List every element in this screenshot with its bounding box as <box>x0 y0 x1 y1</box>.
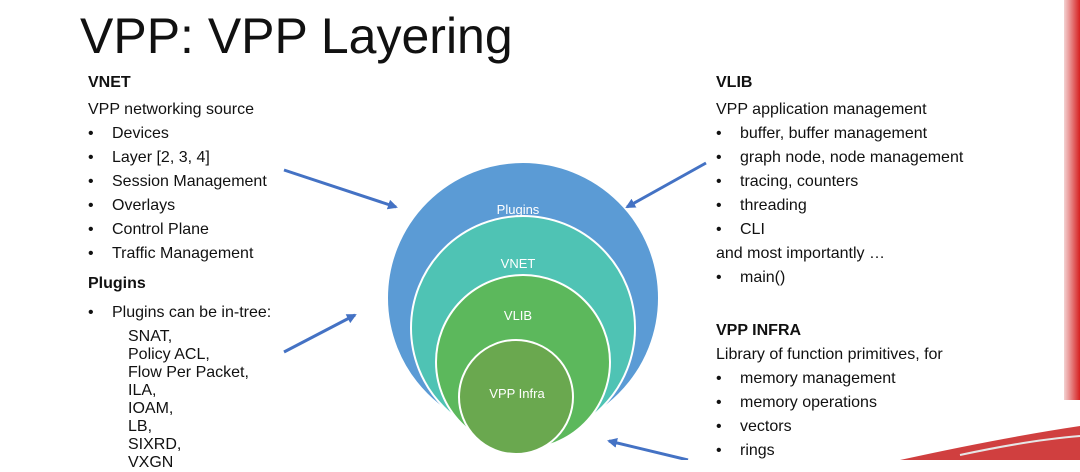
vlib-intro: VPP application management <box>716 101 927 118</box>
decorative-swoosh <box>900 426 1080 460</box>
arrow-plugins <box>283 313 357 354</box>
accent-bar <box>1064 0 1080 400</box>
list-item: memory operations <box>714 391 896 415</box>
layering-diagram: Plugins VNET VLIB VPP Infra <box>283 161 1080 460</box>
list-item: Policy ACL, <box>128 346 210 363</box>
list-item: ILA, <box>128 382 157 399</box>
list-item: Control Plane <box>86 218 267 242</box>
vlib-tail: and most importantly … <box>716 245 885 262</box>
infra-heading: VPP INFRA <box>716 322 802 339</box>
list-item: buffer, buffer management <box>714 122 963 146</box>
list-item: threading <box>714 194 963 218</box>
list-item: memory management <box>714 367 896 391</box>
list-item: Flow Per Packet, <box>128 364 249 381</box>
list-item: IOAM, <box>128 400 174 417</box>
list-item: main() <box>714 266 785 290</box>
arrow-infra <box>607 438 689 460</box>
list-item: Layer [2, 3, 4] <box>86 146 267 170</box>
vnet-intro: VPP networking source <box>88 101 255 118</box>
list-item: Session Management <box>86 170 267 194</box>
arrow-vlib <box>625 161 707 209</box>
vnet-heading: VNET <box>88 74 131 91</box>
vlib-circle-label: VLIB <box>504 308 532 323</box>
vlib-list: buffer, buffer management graph node, no… <box>714 122 963 242</box>
list-item: tracing, counters <box>714 170 963 194</box>
vnet-circle-label: VNET <box>501 256 536 271</box>
infra-intro: Library of function primitives, for <box>716 346 943 363</box>
vlib-tail-list: main() <box>714 266 785 290</box>
arrow-vnet <box>283 168 398 210</box>
plugins-bullet-list: Plugins can be in-tree: <box>86 301 271 325</box>
vnet-list: Devices Layer [2, 3, 4] Session Manageme… <box>86 122 267 266</box>
decorative-swoosh-line <box>959 435 1080 456</box>
list-item: SNAT, <box>128 328 173 345</box>
list-item: CLI <box>714 218 963 242</box>
list-item: vectors <box>714 415 896 439</box>
list-item: rings <box>714 439 896 463</box>
plugins-sublist: SNAT, Policy ACL, Flow Per Packet, ILA, … <box>128 328 249 472</box>
plugins-heading: Plugins <box>88 275 146 292</box>
list-item: LB, <box>128 418 153 435</box>
list-item: SIXRD, <box>128 436 182 453</box>
list-item: graph node, node management <box>714 146 963 170</box>
list-item: Traffic Management <box>86 242 267 266</box>
vlib-heading: VLIB <box>716 74 753 91</box>
infra-circle-label: VPP Infra <box>489 386 545 401</box>
infra-circle <box>458 339 574 455</box>
infra-list: memory management memory operations vect… <box>714 367 896 463</box>
page-title: VPP: VPP Layering <box>80 8 513 64</box>
list-item: Overlays <box>86 194 267 218</box>
plugins-circle-label: Plugins <box>497 202 540 217</box>
list-item: Plugins can be in-tree: <box>86 301 271 325</box>
list-item: Devices <box>86 122 267 146</box>
